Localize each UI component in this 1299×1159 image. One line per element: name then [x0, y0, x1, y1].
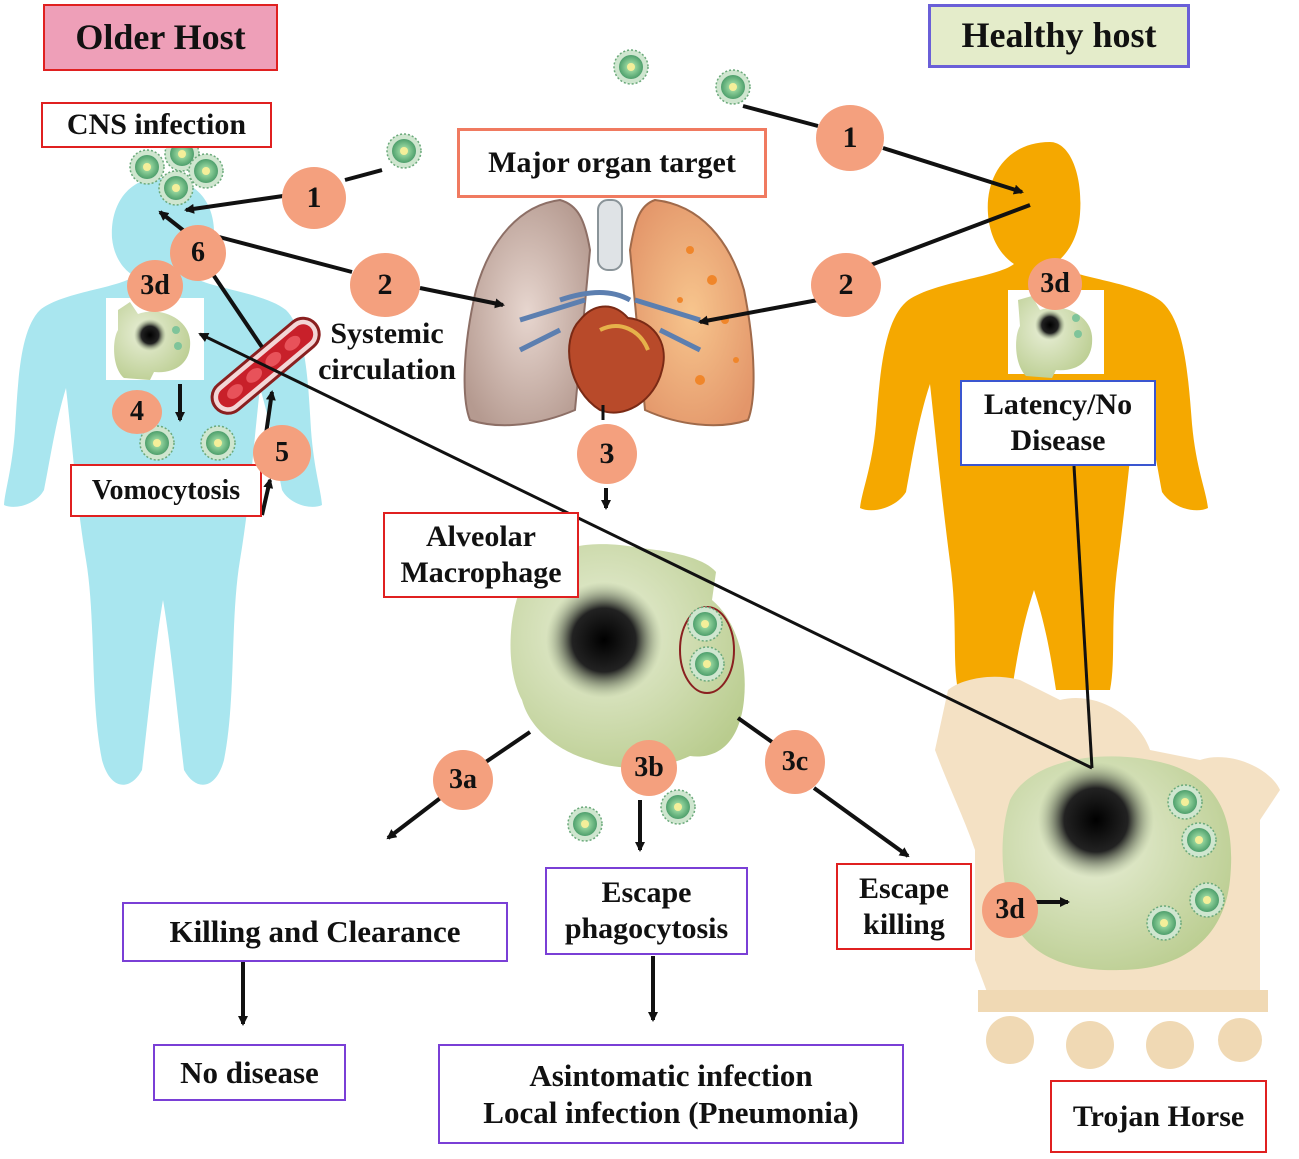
major-organ-target-label: Major organ target: [457, 128, 767, 198]
step-3a-circle: 3a: [433, 750, 493, 810]
cryptococcus-cell-icon: [158, 170, 194, 206]
trojan-horse-label: Trojan Horse: [1050, 1080, 1267, 1153]
cns-infection-label: CNS infection: [41, 102, 272, 148]
cryptococcus-cell-icon: [200, 425, 236, 461]
systemic-line2: circulation: [318, 353, 456, 386]
step-5-arrow: [264, 390, 276, 435]
step-2-arrow-older: [419, 286, 505, 309]
connector-line: [867, 203, 1031, 268]
cryptococcus-cell-icon: [188, 153, 224, 189]
step-3c-circle: 3c: [765, 730, 825, 794]
step-2-circle-healthy: 2: [811, 253, 881, 317]
escape-killing-line2: killing: [863, 907, 945, 941]
escape-killing-label: Escape killing: [836, 863, 972, 950]
connector-line: [199, 230, 353, 274]
asintomatic-line1: Asintomatic infection: [529, 1057, 813, 1093]
cryptococcus-cell-icon: [1189, 882, 1225, 918]
step-3d-circle-older: 3d: [127, 260, 183, 312]
step-1-arrow-healthy: [882, 146, 1024, 195]
trojan-horse-line: [198, 332, 1093, 770]
step-3a-arrow: [386, 794, 445, 840]
lungs-heart-icon: [463, 198, 755, 427]
step-1-arrow-older: [184, 194, 284, 214]
vomocytosis-arrow: [260, 478, 274, 516]
asintomatic-infection-label: Asintomatic infection Local infection (P…: [438, 1044, 904, 1144]
latency-line2: Disease: [1010, 424, 1106, 457]
escape-phagocytosis-label: Escape phagocytosis: [545, 867, 748, 955]
older-host-title: Older Host: [43, 4, 278, 71]
latency-no-disease-label: Latency/No Disease: [960, 380, 1156, 466]
cryptococcus-cell-icon: [386, 133, 422, 169]
cryptococcus-cell-icon: [567, 806, 603, 842]
cryptococcus-cell-icon: [1146, 905, 1182, 941]
systemic-line1: Systemic: [330, 317, 444, 350]
cryptococcus-cell-icon: [613, 49, 649, 85]
step-2-arrow-healthy: [698, 298, 819, 326]
step-3d-circle-healthy: 3d: [1028, 258, 1082, 310]
alveolar-line2: Macrophage: [400, 556, 562, 589]
cryptococcus-cell-icon: [129, 149, 165, 185]
arrows: [158, 104, 1094, 1026]
step-3-circle: 3: [577, 424, 637, 484]
no-disease-label: No disease: [153, 1044, 346, 1101]
step-3c-arrow: [812, 786, 910, 858]
latency-line1: Latency/No: [983, 388, 1133, 421]
step-2-circle-older: 2: [350, 253, 420, 317]
systemic-circulation-label: Systemic circulation: [304, 312, 470, 392]
connector-line: [208, 268, 264, 349]
connector-line: [736, 716, 774, 744]
step-3b-circle: 3b: [621, 740, 677, 796]
connector-line: [344, 168, 383, 182]
escape-phago-line1: Escape: [601, 876, 692, 909]
healthy-host-title: Healthy host: [928, 4, 1190, 68]
cryptococcus-cell-icon: [687, 606, 723, 642]
cryptococcus-cell-icon: [1167, 784, 1203, 820]
escape-killing-line1: Escape: [859, 871, 949, 905]
cryptococcus-cell-icon: [660, 789, 696, 825]
step-1-circle-healthy: 1: [816, 105, 884, 171]
killing-clearance-label: Killing and Clearance: [122, 902, 508, 962]
cryptococcus-cell-icon: [715, 69, 751, 105]
cryptococcus-cell-icon: [1181, 822, 1217, 858]
escape-phago-line2: phagocytosis: [564, 912, 729, 945]
step-6-circle: 6: [170, 225, 226, 281]
alveolar-line1: Alveolar: [426, 520, 536, 553]
alveolar-macrophage-icon: [510, 544, 745, 768]
connector-line: [742, 104, 819, 128]
step-3d-circle-trojan: 3d: [982, 882, 1038, 938]
asintomatic-line2: Local infection (Pneumonia): [483, 1095, 859, 1130]
alveolar-macrophage-label: Alveolar Macrophage: [383, 512, 579, 598]
cryptococcus-cell-icon: [689, 646, 725, 682]
step-4-circle: 4: [112, 390, 162, 434]
latency-connector-line: [1072, 465, 1094, 769]
vomocytosis-label: Vomocytosis: [70, 464, 262, 517]
step-1-circle-older: 1: [282, 167, 346, 229]
trojan-horse-icon: [935, 676, 1280, 1069]
step-5-circle: 5: [253, 425, 311, 481]
